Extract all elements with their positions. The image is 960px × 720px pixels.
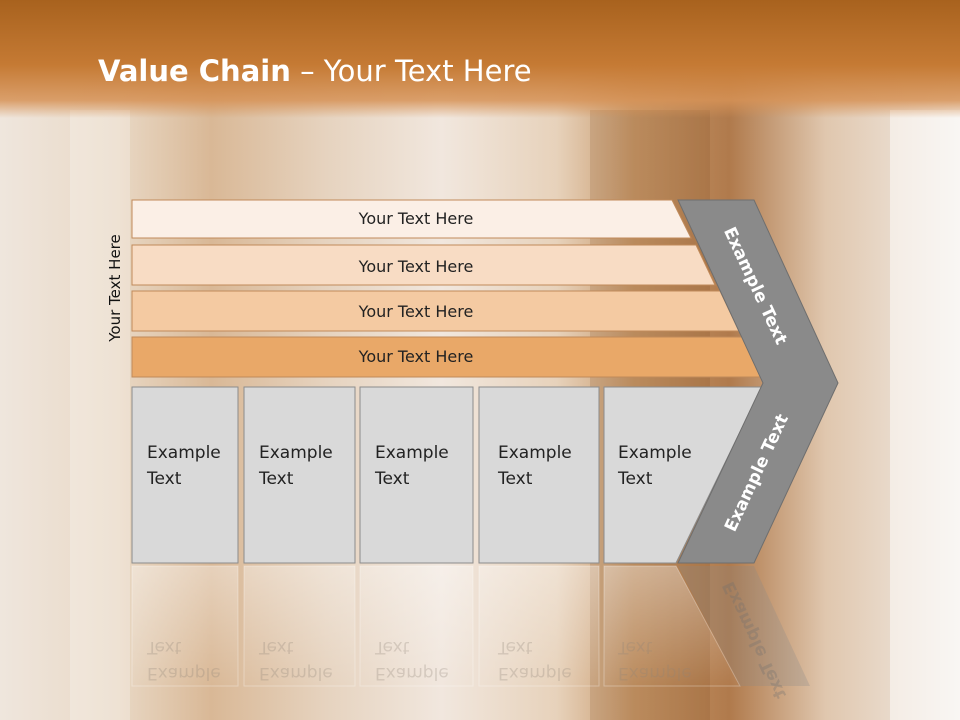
box-reflection [359, 565, 474, 687]
box-label-reflection: Example Text [498, 634, 572, 686]
box-reflection [603, 565, 741, 687]
chevron-reflection [678, 566, 810, 686]
example-box-4 [478, 386, 600, 564]
box-label-reflection: Example Text [618, 634, 692, 686]
reflection-line: Text [375, 637, 410, 657]
bar-label-1: Your Text Here [358, 209, 474, 228]
value-bar-1 [131, 199, 692, 239]
reflection-line: Example [259, 663, 333, 683]
box-label-line: Text [375, 469, 410, 489]
value-bar-2 [131, 244, 716, 286]
example-box-1 [131, 386, 239, 564]
reflection-line: Text [147, 637, 182, 657]
reflection-line: Text [618, 637, 653, 657]
reflection-line: Example [375, 663, 449, 683]
background-stripe [70, 110, 130, 720]
title-bold: Value Chain [98, 54, 291, 88]
reflection-line: Text [259, 637, 294, 657]
box-reflection [478, 565, 600, 687]
box-label-line: Text [259, 469, 294, 489]
background-stripe [890, 110, 960, 720]
box-label-line: Text [498, 469, 533, 489]
example-box-2 [243, 386, 356, 564]
box-label-line: Example [498, 443, 572, 463]
box-label-reflection: Example Text [259, 634, 333, 686]
example-box-3 [359, 386, 474, 564]
box-label-reflection: Example Text [375, 634, 449, 686]
box-label-line: Example [147, 443, 221, 463]
box-label-line: Example [375, 443, 449, 463]
slide-title: Value Chain – Your Text Here [98, 54, 532, 88]
reflection-line: Example [498, 663, 572, 683]
title-bar [0, 0, 960, 118]
bar-label-2: Your Text Here [358, 257, 474, 276]
reflection-line: Example [618, 663, 692, 683]
box-reflection [131, 565, 239, 687]
box-label-reflection: Example Text [147, 634, 221, 686]
reflection-line: Example [147, 663, 221, 683]
box-label-line: Example [618, 443, 692, 463]
example-box-5 [603, 386, 763, 564]
title-rest: – Your Text Here [290, 54, 532, 88]
bar-label-4: Your Text Here [358, 347, 474, 366]
chevron-arrow [677, 199, 839, 564]
box-label-line: Text [618, 469, 653, 489]
box-reflection [243, 565, 356, 687]
bar-label-3: Your Text Here [358, 302, 474, 321]
box-label-line: Text [147, 469, 182, 489]
reflection-line: Text [498, 637, 533, 657]
box-label-line: Example [259, 443, 333, 463]
